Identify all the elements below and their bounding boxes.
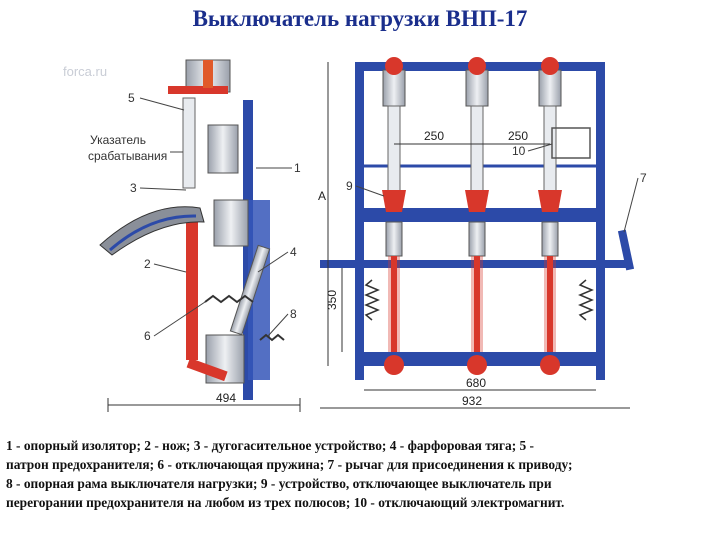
pole-3-insulator [541, 221, 559, 257]
support-insulator-mid [213, 199, 249, 247]
label-10: 10 [512, 144, 526, 158]
pole-2-insulator [468, 221, 486, 257]
spring-right [578, 279, 594, 321]
pole-1-tube [387, 105, 401, 197]
spring-8 [259, 333, 285, 342]
leader-6 [153, 301, 206, 337]
dim-a: А [318, 189, 326, 203]
pole-3-trip-device [538, 190, 562, 212]
spring-left [364, 279, 380, 321]
label-4: 4 [290, 245, 297, 259]
leader-4 [257, 251, 289, 273]
legend-caption: 1 - опорный изолятор; 2 - нож; 3 - дугог… [6, 436, 718, 512]
pole-1-bottom-contact [384, 355, 404, 375]
label-8: 8 [290, 307, 297, 321]
label-6: 6 [144, 329, 151, 343]
pole-3-bottom-contact [540, 355, 560, 375]
drive-lever [617, 229, 635, 271]
pole-2-bottom-contact [467, 355, 487, 375]
fuse-clip [203, 60, 213, 88]
label-9: 9 [346, 179, 353, 193]
dim-250-a: 250 [424, 129, 444, 143]
switch-diagram: 494 5 Указатель срабатывания 3 1 2 4 6 8 [88, 57, 647, 412]
pole-2-fuse [465, 69, 489, 107]
fuse-contact-top [168, 86, 228, 94]
caption-line-1: 1 - опорный изолятор; 2 - нож; 3 - дугог… [6, 438, 534, 453]
electromagnet [551, 127, 591, 159]
leader-2 [153, 263, 187, 273]
label-3: 3 [130, 181, 137, 195]
side-view: 494 5 Указатель срабатывания 3 1 2 4 6 8 [88, 59, 301, 412]
page-title: Выключатель нагрузки ВНП-17 [192, 6, 528, 31]
caption-line-3: 8 - опорная рама выключателя нагрузки; 9… [6, 476, 552, 491]
leader-8 [267, 313, 289, 337]
pole-3-tube [543, 105, 557, 197]
dim-932: 932 [462, 394, 482, 408]
pole-3-fuse [538, 69, 562, 107]
label-1: 1 [294, 161, 301, 175]
arc-chute-edge [109, 214, 197, 252]
pole-2-tube [470, 105, 484, 197]
pole-1-fuse-cap [385, 57, 403, 75]
pole-1 [382, 57, 406, 375]
knife-blade [186, 220, 198, 360]
label-indicator-2: срабатывания [88, 149, 167, 163]
front-view: А 350 250 250 680 932 10 7 9 [318, 57, 647, 409]
pole-1-fuse [382, 69, 406, 107]
label-2: 2 [144, 257, 151, 271]
pole-1-trip-device [382, 190, 406, 212]
leader-9 [355, 185, 385, 197]
dim-250-b: 250 [508, 129, 528, 143]
label-7: 7 [640, 171, 647, 185]
pole-3-fuse-cap [541, 57, 559, 75]
porcelain-rod [229, 244, 271, 336]
label-indicator-1: Указатель [90, 133, 146, 147]
caption-line-4: перегорании предохранителя на любом из т… [6, 495, 565, 510]
fuse-tube [182, 97, 196, 189]
pole-2-fuse-cap [468, 57, 486, 75]
pole-1-insulator [385, 221, 403, 257]
pole-3-knife [547, 256, 553, 352]
leader-5 [139, 97, 185, 111]
pole-1-knife [391, 256, 397, 352]
watermark: forca.ru [63, 64, 108, 79]
caption-line-2: патрон предохранителя; 6 - отключающая п… [6, 457, 573, 472]
pole-2-knife [474, 256, 480, 352]
opening-spring [204, 294, 254, 304]
arc-chute [99, 206, 205, 256]
support-insulator-top [207, 124, 239, 174]
dim-494: 494 [216, 391, 236, 405]
leader-7 [623, 177, 639, 233]
leader-3 [139, 187, 187, 191]
knife-hinge [186, 358, 228, 382]
pole-2 [465, 57, 489, 375]
label-5: 5 [128, 91, 135, 105]
dim-680: 680 [466, 376, 486, 390]
pole-3 [538, 57, 562, 375]
leader-10 [527, 143, 553, 152]
pole-2-trip-device [465, 190, 489, 212]
dim-350: 350 [325, 290, 339, 310]
